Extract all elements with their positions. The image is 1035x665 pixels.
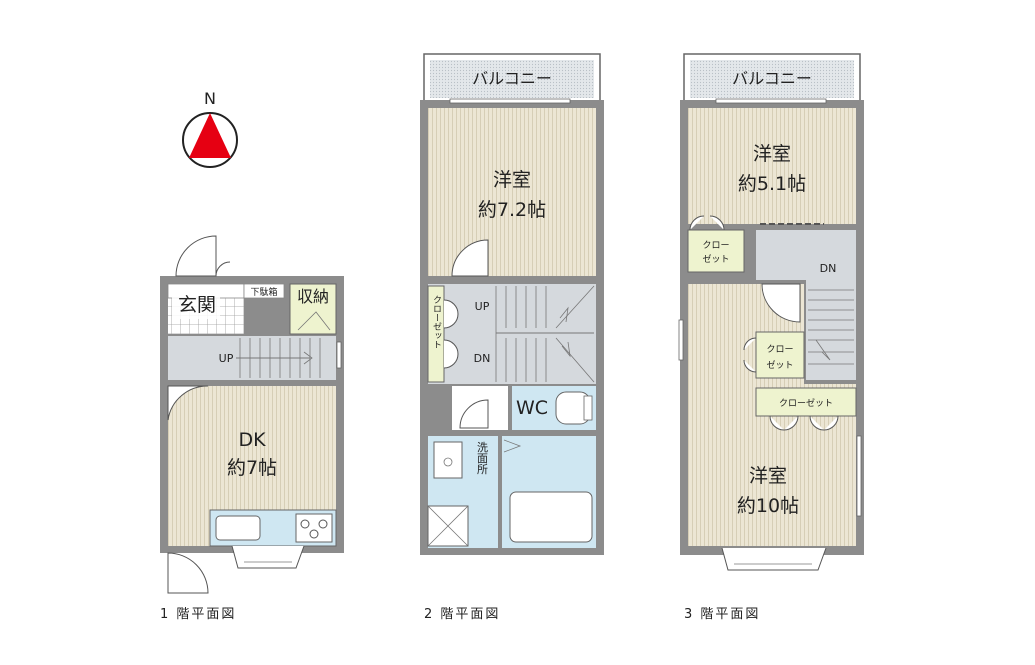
stove-icon xyxy=(295,513,333,543)
floor3-closet-c xyxy=(755,387,857,417)
floor1-entry-door xyxy=(175,235,217,277)
floor1-dk-name: DK xyxy=(238,429,266,451)
north-compass: N xyxy=(182,89,238,168)
floor1-bay-window xyxy=(231,545,305,569)
floor2-yoshitsu-size: 約7.2帖 xyxy=(478,199,546,221)
floor3-yoshitsu-b-door xyxy=(761,283,801,323)
floor1-getabako xyxy=(243,283,285,299)
floor1-dk-door xyxy=(167,385,209,421)
floor3-yoshitsu-b-size: 約10帖 xyxy=(737,495,799,517)
floor3-plan: バルコニー 洋室 約5.1帖 クロー ゼット DN xyxy=(678,53,864,571)
floor2-stairs xyxy=(428,284,596,384)
floor2-yoshitsu-name: 洋室 xyxy=(493,169,531,191)
floor3-dn-label: DN xyxy=(820,262,837,275)
floor3-closet-a-line2: ゼット xyxy=(702,253,729,265)
floor3-yoshitsu-b-name: 洋室 xyxy=(749,465,787,487)
floor3-closet-b-line2: ゼット xyxy=(766,359,793,371)
floor3-closet-b xyxy=(755,331,805,379)
compass-label: N xyxy=(204,89,216,108)
bathtub-icon xyxy=(509,491,593,543)
floor3-closet-a xyxy=(687,229,745,273)
floor2-closet xyxy=(427,285,445,383)
floor1-dk-size: 約7帖 xyxy=(227,457,277,479)
floor2-yoshitsu-door xyxy=(451,239,489,277)
floor2-balcony-label: バルコニー xyxy=(472,69,552,88)
floor2-senmenjo-label: 洗面所 xyxy=(476,441,489,475)
floor2-dn-label: DN xyxy=(474,352,491,365)
floor2-yoshitsu xyxy=(428,108,596,276)
floor2-wc-label: WC xyxy=(516,397,548,419)
compass-arrow-icon xyxy=(189,113,231,158)
floor3-closet-c-label: クローゼット xyxy=(779,397,833,409)
floor2-closet-label: クローゼット xyxy=(431,295,442,349)
floor1-caption: 1 階平面図 xyxy=(160,607,236,622)
floor3-closet-b-line1: クロー xyxy=(766,344,793,355)
floor2-plan: バルコニー 洋室 約7.2帖 クローゼット xyxy=(420,53,604,555)
floor1-shuno xyxy=(289,283,337,335)
floor1-getabako-label: 下駄箱 xyxy=(250,286,277,298)
floor3-yoshitsu-a-size: 約5.1帖 xyxy=(738,173,806,195)
floor2-caption: 2 階平面図 xyxy=(424,607,500,622)
sink-icon xyxy=(215,515,261,541)
floor3-closet-a-line1: クロー xyxy=(702,240,729,251)
floor1-dk-room xyxy=(168,386,336,508)
floor3-hall xyxy=(756,230,856,280)
floor1-plan: 下駄箱 玄関 収納 UP DK 約7帖 xyxy=(160,235,344,594)
washbasin-icon xyxy=(433,441,463,479)
floor3-balcony-label: バルコニー xyxy=(732,69,812,88)
floor2-up-label: UP xyxy=(475,300,490,313)
floor3-yoshitsu-a xyxy=(688,108,856,224)
floor3-bay-window xyxy=(721,547,827,571)
floor1-up-label: UP xyxy=(219,352,234,365)
floor1-back-door xyxy=(167,552,209,594)
floor3-yoshitsu-a-name: 洋室 xyxy=(753,143,791,165)
floor1-shuno-label: 収納 xyxy=(297,287,329,306)
floor1-genkan-label: 玄関 xyxy=(178,294,216,316)
floor3-caption: 3 階平面図 xyxy=(684,607,760,622)
